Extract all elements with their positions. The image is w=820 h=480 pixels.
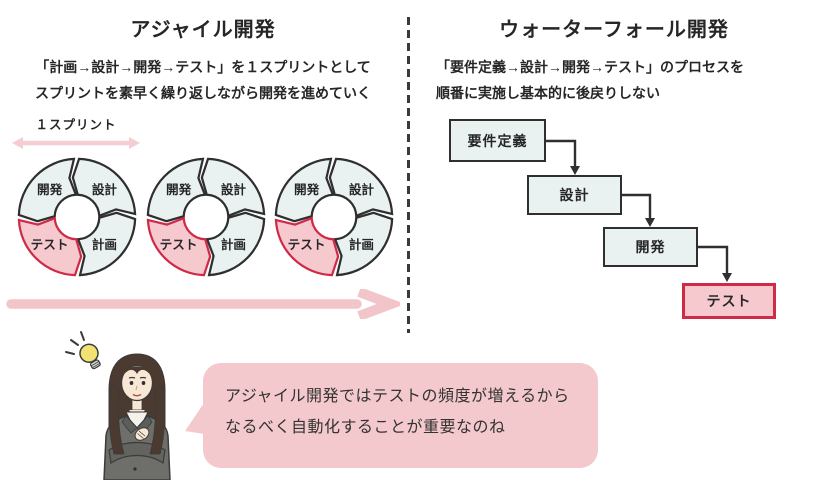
cycle-segment-label: 開発 (37, 182, 63, 197)
waterfall-description-line2: 順番に実施し基本的に後戻りしない (436, 85, 660, 101)
waterfall-step-requirements: 要件定義 (449, 119, 546, 162)
folded-arms (108, 441, 166, 465)
cycle-segment (146, 216, 212, 277)
sprint-label: １スプリント (35, 118, 117, 132)
hair-strand-right (149, 384, 166, 455)
speech-bubble-tail (185, 403, 204, 434)
eye-right (141, 381, 146, 385)
cycle-segment-label: 設計 (349, 182, 375, 197)
cycle-segment (328, 157, 394, 218)
cycle-segment (146, 157, 207, 223)
lightbulb-icon (65, 331, 101, 370)
cycle-segment-label: 開発 (294, 182, 320, 197)
eye-left (129, 381, 134, 385)
mouth (132, 393, 142, 397)
cycle-segment (17, 157, 78, 223)
cycle-segment-label: テスト (160, 238, 198, 252)
agile-description: 「計画→設計→開発→テスト」を１スプリントとして スプリントを素早く繰り返しなが… (0, 54, 406, 106)
cycle-segment-label: 設計 (92, 182, 118, 197)
woman-illustration (65, 331, 171, 480)
eyebrow-left (128, 376, 136, 379)
cycle-segment (200, 157, 266, 218)
waterfall-step-development: 開発 (603, 227, 698, 267)
sprint-range-arrow-icon (12, 137, 140, 149)
waterfall-connector-arrows (545, 139, 732, 282)
speech-bubble-line1: アジャイル開発ではテストの頻度が増えるから (225, 388, 570, 405)
agile-title: アジャイル開発 (130, 19, 276, 41)
nose (135, 385, 138, 391)
cycle-segment-label: 開発 (166, 182, 192, 197)
eyebrow-right (139, 376, 147, 379)
connector-arrow-3 (698, 245, 732, 282)
cycle-segment (205, 211, 266, 277)
vertical-dashed-divider (407, 17, 410, 333)
waterfall-description-line1: 「要件定義→設計→開発→テスト」のプロセスを (436, 59, 744, 75)
hair-strand-left (108, 384, 125, 455)
speech-bubble: アジャイル開発ではテストの頻度が増えるから なるべく自動化することが重要なのね (203, 363, 598, 468)
cycle-segment-label: 計画 (349, 237, 374, 252)
cycle-segment-label: テスト (31, 238, 69, 252)
waterfall-description: 「要件定義→設計→開発→テスト」のプロセスを 順番に実施し基本的に後戻りしない (436, 54, 744, 106)
agile-description-line2: スプリントを素早く繰り返しながら開発を進めていく (35, 85, 371, 101)
waterfall-step-design: 設計 (527, 175, 622, 215)
hand (134, 427, 150, 441)
connector-arrow-2 (622, 193, 655, 227)
lapel-left (121, 415, 138, 434)
cycle-segment-label: テスト (288, 238, 326, 252)
connector-arrow-1 (545, 139, 580, 175)
cycle-segment (274, 157, 335, 223)
cycle-segment (274, 216, 340, 277)
cycle-segment (76, 211, 137, 277)
timeline-arrow-icon (6, 289, 400, 319)
cycle-segment-label: 計画 (221, 237, 246, 252)
cycle-segment (71, 157, 137, 218)
agile-description-line1: 「計画→設計→開発→テスト」を１スプリントとして (35, 59, 371, 75)
waterfall-step-test: テスト (682, 283, 776, 319)
cycle-segment (17, 216, 83, 277)
waterfall-title: ウォーターフォール開発 (499, 19, 729, 41)
face (120, 364, 154, 402)
cycle-segment-label: 設計 (221, 182, 247, 197)
cycle-segment-label: 計画 (92, 237, 117, 252)
jacket-button (133, 467, 137, 471)
cycle-segment (333, 211, 394, 277)
fringe (122, 366, 152, 377)
speech-bubble-line2: なるべく自動化することが重要なのね (225, 419, 506, 436)
